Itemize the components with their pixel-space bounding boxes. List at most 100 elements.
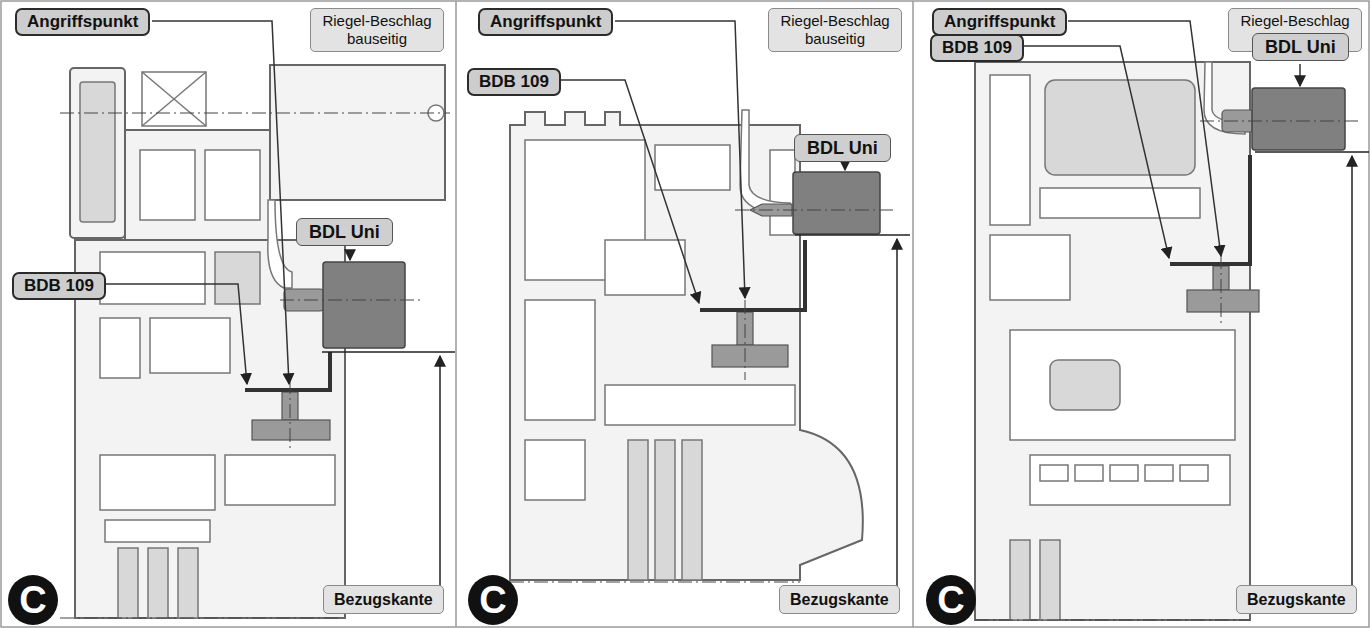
window-profile xyxy=(140,150,195,220)
callout-label: BDB 109 xyxy=(930,34,1024,62)
note-box: Riegel-Beschlag bauseitig xyxy=(310,8,444,52)
leader-line xyxy=(152,21,289,384)
reference-label-text: Bezugskante xyxy=(1247,590,1346,609)
window-profile xyxy=(990,75,1030,225)
window-profile xyxy=(1252,88,1345,150)
variant-badge-text: C xyxy=(8,575,58,625)
window-profile xyxy=(252,420,330,440)
window-profile xyxy=(215,252,260,304)
callout-label-text: BDB 109 xyxy=(479,72,549,92)
leader-line xyxy=(1018,46,1169,258)
window-profile xyxy=(1040,465,1068,481)
window-profile xyxy=(655,440,675,580)
window-profile xyxy=(125,130,270,240)
leader-line xyxy=(795,234,910,236)
window-profile xyxy=(1010,330,1235,440)
window-profile xyxy=(745,300,746,380)
window-profile xyxy=(525,300,595,420)
window-profile xyxy=(1050,360,1120,410)
leader-line xyxy=(97,284,247,384)
variant-badge-text: C xyxy=(926,575,976,625)
window-profile xyxy=(1045,80,1195,175)
window-profile xyxy=(510,582,800,583)
window-profile xyxy=(735,210,895,211)
callout-label-text: Angriffspunkt xyxy=(27,12,138,32)
variant-badge: C xyxy=(926,575,976,625)
reference-label: Bezugskante xyxy=(1236,585,1357,614)
window-profile xyxy=(105,520,210,542)
callout-label: BDB 109 xyxy=(467,68,561,96)
window-profile xyxy=(1145,465,1173,481)
leader-line xyxy=(430,356,440,599)
leader-line xyxy=(322,351,455,353)
window-profile xyxy=(975,620,1250,621)
part-label-text: BDL Uni xyxy=(309,222,380,242)
leader-line xyxy=(1299,64,1301,86)
note-box-text: Riegel-Beschlag bauseitig xyxy=(773,12,897,48)
leader-line xyxy=(1342,156,1352,599)
window-profile xyxy=(100,252,205,304)
callout-label-text: BDB 109 xyxy=(24,276,94,296)
window-profile xyxy=(60,65,450,618)
window-profile xyxy=(655,145,730,190)
window-profile xyxy=(75,240,345,618)
window-profile xyxy=(740,110,790,214)
panel-frame xyxy=(912,1,914,627)
window-profile xyxy=(290,380,291,450)
leader-line xyxy=(615,21,745,298)
leader-line xyxy=(553,80,699,303)
window-profile xyxy=(1040,188,1200,218)
window-profile xyxy=(510,110,895,582)
part-label-text: BDL Uni xyxy=(1265,37,1336,57)
window-profile xyxy=(60,618,340,619)
window-profile xyxy=(205,150,260,220)
window-profile xyxy=(323,262,405,348)
part-label: BDL Uni xyxy=(1252,33,1349,61)
window-profile xyxy=(525,440,585,500)
variant-badge-text: C xyxy=(468,575,518,625)
window-profile xyxy=(975,62,1250,620)
part-label: BDL Uni xyxy=(296,218,393,246)
window-profile xyxy=(1180,465,1208,481)
window-profile xyxy=(770,150,795,235)
window-profile xyxy=(178,548,198,618)
window-profile xyxy=(80,82,115,222)
note-box: Riegel-Beschlag bauseitig xyxy=(768,8,902,52)
leader-line xyxy=(349,250,351,260)
window-profile xyxy=(605,240,685,295)
window-profile xyxy=(1030,455,1230,505)
leader-line xyxy=(844,164,846,170)
callout-label: Angriffspunkt xyxy=(932,8,1067,36)
window-profile xyxy=(793,172,880,234)
variant-badge: C xyxy=(8,575,58,625)
window-profile xyxy=(682,440,702,580)
window-profile xyxy=(605,385,795,425)
leader-line xyxy=(886,239,897,599)
window-profile xyxy=(225,455,335,505)
window-profile xyxy=(268,200,292,288)
leader-line xyxy=(1018,21,1369,599)
callout-label-text: BDB 109 xyxy=(942,38,1012,58)
window-profile xyxy=(100,318,140,378)
part-label: BDL Uni xyxy=(794,134,891,162)
window-profile xyxy=(142,72,206,126)
note-box-text: Riegel-Beschlag bauseitig xyxy=(315,12,439,48)
window-profile xyxy=(990,235,1070,300)
window-profile xyxy=(142,72,206,126)
leader-line xyxy=(553,21,910,599)
window-profile xyxy=(100,455,215,510)
reference-label: Bezugskante xyxy=(323,585,444,614)
window-profile xyxy=(60,113,450,114)
window-profile xyxy=(70,68,125,238)
window-profile xyxy=(270,65,445,200)
window-profile xyxy=(1040,540,1060,620)
part-label-text: BDL Uni xyxy=(807,138,878,158)
callout-label-text: Angriffspunkt xyxy=(944,12,1055,32)
callout-label-text: Angriffspunkt xyxy=(490,12,601,32)
leader-line xyxy=(97,21,455,599)
reference-label-text: Bezugskante xyxy=(790,590,889,609)
window-profile xyxy=(148,548,168,618)
